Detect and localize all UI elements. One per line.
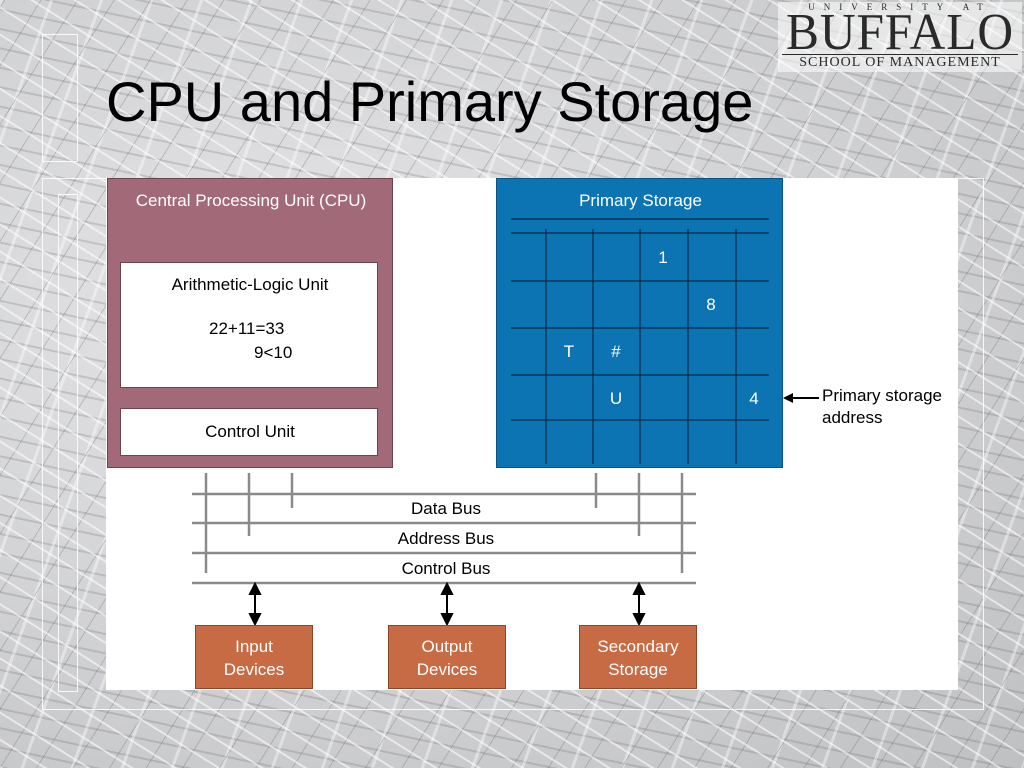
arrow-left-icon bbox=[783, 393, 819, 403]
storage-cell: 1 bbox=[658, 248, 668, 267]
alu-example-comparison: 9<10 bbox=[254, 343, 293, 362]
alu-box: Arithmetic-Logic Unit 22+11=33 9<10 bbox=[120, 262, 378, 388]
primary-storage-grid bbox=[511, 218, 769, 464]
storage-cell: T bbox=[563, 342, 575, 361]
cpu-title: Central Processing Unit (CPU) bbox=[135, 191, 367, 210]
control-bus-label: Control Bus bbox=[401, 559, 491, 578]
input-devices-label: Input Devices bbox=[223, 637, 285, 679]
slide-title: CPU and Primary Storage bbox=[106, 70, 754, 133]
logo-rule bbox=[782, 54, 1018, 55]
storage-cell: 4 bbox=[749, 389, 759, 408]
frame-line-left bbox=[42, 34, 78, 162]
output-devices-box: Output Devices bbox=[388, 625, 506, 689]
storage-cell: U bbox=[609, 389, 623, 408]
control-unit-label: Control Unit bbox=[205, 422, 295, 441]
logo-wordmark: BUFFALO bbox=[785, 4, 1015, 61]
primary-storage-title: Primary Storage bbox=[579, 191, 702, 210]
data-bus-label: Data Bus bbox=[411, 499, 481, 518]
university-logo: UNIVERSITY AT BUFFALO SCHOOL OF MANAGEME… bbox=[778, 2, 1022, 72]
storage-cell: 8 bbox=[706, 295, 716, 314]
address-annotation-text: Primary storage address bbox=[822, 386, 942, 427]
address-bus-label: Address Bus bbox=[397, 529, 495, 548]
storage-cell: # bbox=[611, 342, 621, 361]
cpu-storage-diagram: Central Processing Unit (CPU) Arithmetic… bbox=[106, 178, 958, 690]
secondary-storage-box: Secondary Storage bbox=[579, 625, 697, 689]
logo-top-line: UNIVERSITY AT bbox=[808, 2, 992, 12]
control-unit-box: Control Unit bbox=[120, 408, 378, 456]
frame-line-left-lower bbox=[58, 194, 78, 692]
alu-example-addition: 22+11=33 bbox=[209, 319, 285, 338]
logo-subtitle: SCHOOL OF MANAGEMENT bbox=[799, 55, 1001, 70]
secondary-storage-label: Secondary Storage bbox=[597, 637, 679, 679]
alu-title: Arithmetic-Logic Unit bbox=[171, 275, 329, 294]
system-buses bbox=[192, 473, 696, 627]
input-devices-box: Input Devices bbox=[195, 625, 313, 689]
output-devices-label: Output Devices bbox=[416, 637, 478, 679]
cpu-box: Central Processing Unit (CPU) Arithmetic… bbox=[107, 178, 393, 468]
